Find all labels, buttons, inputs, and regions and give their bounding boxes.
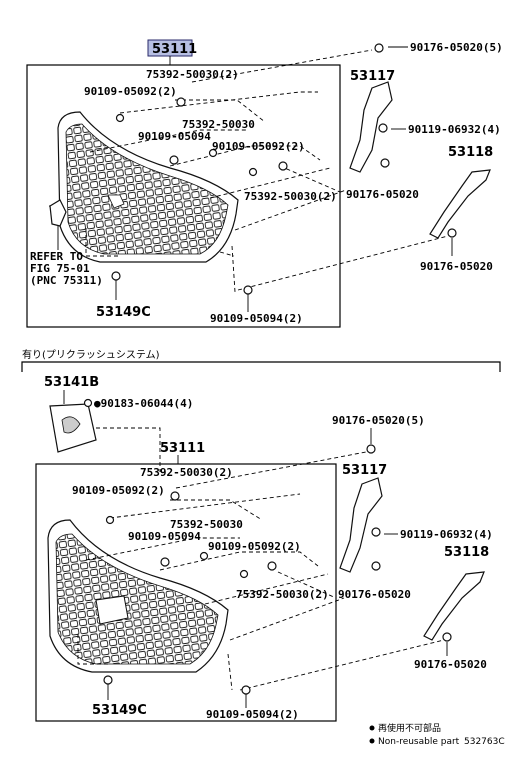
- part-53111-2-label: 53111: [160, 441, 205, 456]
- top-section: 53111: [26, 39, 503, 328]
- label-90176-2a: 90176-05020(5): [332, 414, 425, 427]
- part-53149c-label: 53149C: [96, 305, 151, 320]
- label-90176-a: 90176-05020(5): [410, 41, 503, 54]
- label-75392-2a: 75392-50030(2): [140, 466, 233, 479]
- radiator-grille: [57, 111, 239, 263]
- clip-75392-2b-icon: [199, 551, 209, 561]
- legend: 再使用不可部品 Non-reusable part 532763C: [369, 722, 505, 747]
- label-90119-2: 90119-06932(4): [400, 528, 493, 541]
- diagram-code: 532763C: [464, 737, 505, 747]
- label-90109-a: 90109-05092(2): [84, 85, 177, 98]
- bullet-icon: [369, 725, 375, 731]
- screw-90109-2c-icon: [239, 569, 249, 579]
- label-90176-2b: 90176-05020: [338, 588, 411, 601]
- label-90176-2c: 90176-05020: [414, 658, 487, 671]
- bracket-53117: [349, 81, 393, 173]
- clip-75392-icon: [176, 97, 186, 107]
- clip-53149c-icon: [111, 271, 121, 281]
- part-53149c-2-label: 53149C: [92, 703, 147, 718]
- part-53141b-label: 53141B: [44, 375, 99, 390]
- part-53118-2-label: 53118: [444, 545, 489, 560]
- label-90183: ●90183-06044(4): [94, 397, 193, 410]
- nut-90176-icon: [374, 43, 384, 53]
- bottom-assembly-box: [35, 463, 337, 722]
- nut-90176-2c-icon: [442, 632, 452, 642]
- clip-75392-2-icon: [170, 491, 180, 501]
- label-75392-2c: 75392-50030(2): [236, 588, 329, 601]
- radiator-grille-2: [47, 519, 229, 673]
- emblem-base: [49, 199, 67, 227]
- bracket-53118: [429, 169, 491, 239]
- part-53118-label: 53118: [448, 145, 493, 160]
- screw-90109-icon: [115, 113, 125, 123]
- clip-75392-2c-icon: [267, 561, 277, 571]
- nut-90176-2-icon: [366, 444, 376, 454]
- screw-90109-2b-icon: [160, 557, 170, 567]
- label-75392-c: 75392-50030(2): [244, 190, 337, 203]
- label-90109-2a: 90109-05092(2): [72, 484, 165, 497]
- screw-90109-2d-icon: [241, 685, 251, 695]
- clip-90183-icon: [83, 398, 93, 408]
- clip-75392-c-icon: [278, 161, 288, 171]
- bolt-90119-2-icon: [371, 527, 381, 537]
- bracket-53117-2: [339, 477, 383, 573]
- label-90119: 90119-06932(4): [408, 123, 501, 136]
- label-90109-b: 90109-05094: [138, 130, 211, 143]
- bracket-53118-2: [423, 571, 485, 641]
- refer-line-1: REFER TO: [30, 250, 83, 263]
- label-90176-c: 90176-05020: [420, 260, 493, 273]
- screw-90109-b-icon: [169, 155, 179, 165]
- emblem-mount: [107, 194, 125, 209]
- part-53111-label: 53111: [152, 42, 197, 57]
- refer-line-2: FIG 75-01: [30, 262, 90, 275]
- label-90176-b: 90176-05020: [346, 188, 419, 201]
- section-title: 有り(プリクラッシュシステム): [22, 348, 160, 361]
- part-53117-label: 53117: [350, 69, 395, 84]
- top-assembly-box: [26, 64, 341, 328]
- legend-en: Non-reusable part: [378, 737, 460, 747]
- legend-jp: 再使用不可部品: [378, 722, 441, 734]
- label-90109-c: 90109-05092(2): [212, 140, 305, 153]
- bolt-90119-icon: [378, 123, 388, 133]
- variant-bracket-line: [21, 361, 501, 372]
- label-90109-2d: 90109-05094(2): [206, 708, 299, 721]
- screw-90109-2-icon: [105, 515, 115, 525]
- label-75392-b: 75392-50030: [182, 118, 255, 131]
- clip-53149c-2-icon: [103, 675, 113, 685]
- screw-90109-c-icon: [248, 167, 258, 177]
- label-90109-2b: 90109-05094: [128, 530, 201, 543]
- sensor-window: [95, 595, 129, 625]
- screw-90109-d-icon: [243, 285, 253, 295]
- label-90109-d: 90109-05094(2): [210, 312, 303, 325]
- refer-line-3: (PNC 75311): [30, 274, 103, 287]
- part-53117-2-label: 53117: [342, 463, 387, 478]
- nut-90176-c-icon: [447, 228, 457, 238]
- label-75392-2b: 75392-50030: [170, 518, 243, 531]
- nut-90176-b-icon: [380, 158, 390, 168]
- label-75392-a: 75392-50030(2): [146, 68, 239, 81]
- bullet-icon-2: [369, 738, 375, 744]
- nut-90176-2b-icon: [371, 561, 381, 571]
- clip-75392-b-icon: [208, 148, 218, 158]
- label-90109-2c: 90109-05092(2): [208, 540, 301, 553]
- bottom-section: 有り(プリクラッシュシステム) 53141B ●90183-06044(4): [21, 348, 501, 722]
